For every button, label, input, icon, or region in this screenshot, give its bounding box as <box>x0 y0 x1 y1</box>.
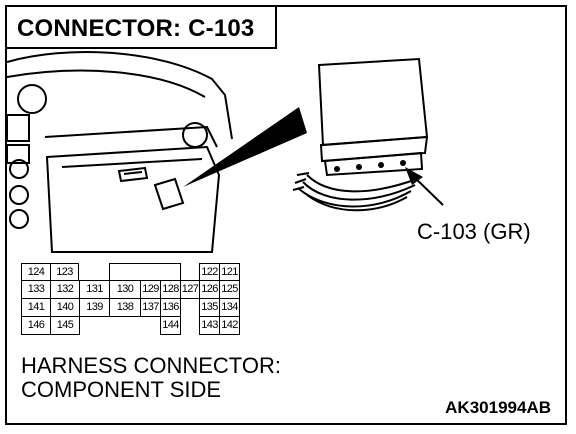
harness-connector-label: HARNESS CONNECTOR: <box>21 353 281 378</box>
control-unit <box>317 57 429 147</box>
pin-121: 121 <box>219 263 240 281</box>
pin-135: 135 <box>199 298 220 317</box>
pin-137: 137 <box>140 298 161 317</box>
component-side-label: COMPONENT SIDE <box>21 377 222 402</box>
left-vent-icon <box>17 84 47 114</box>
dashboard-illustration <box>7 51 444 253</box>
glove-box <box>45 145 221 253</box>
pin-133: 133 <box>21 280 51 299</box>
arrow-head-icon <box>405 167 423 185</box>
pin-142: 142 <box>219 316 240 335</box>
callout-wedge <box>183 107 307 187</box>
knob-2-icon <box>9 185 29 205</box>
page-title: CONNECTOR: C-103 <box>17 15 255 42</box>
knob-1-icon <box>9 159 29 179</box>
pin-143: 143 <box>199 316 220 335</box>
dashboard-panel-line <box>44 125 218 148</box>
glove-box-inner <box>61 158 203 168</box>
diagram-frame: CONNECTOR: C-103 C-103 (GR) 124 123 122 … <box>5 5 567 425</box>
pin-145: 145 <box>50 316 80 335</box>
pin-124: 124 <box>21 263 51 281</box>
dashboard-top-curve <box>7 51 233 140</box>
pin-138: 138 <box>109 298 141 317</box>
module-location <box>153 177 185 211</box>
pin-123: 123 <box>50 263 79 281</box>
pin-blank-1 <box>109 263 181 281</box>
pin-126: 126 <box>199 280 220 299</box>
connector-label: C-103 (GR) <box>417 219 531 244</box>
wire-harness-ends <box>292 172 310 191</box>
pin-141: 141 <box>21 298 51 317</box>
right-vent-icon <box>182 122 208 148</box>
pin-127: 127 <box>180 280 200 299</box>
figure-code: AK301994AB <box>445 398 551 417</box>
pin-122: 122 <box>199 263 220 281</box>
glove-box-handle-icon <box>117 166 149 183</box>
pin-125: 125 <box>219 280 240 299</box>
dashboard-inner-curve <box>7 69 206 98</box>
pin-129: 129 <box>140 280 161 299</box>
control-unit-base <box>319 135 429 163</box>
pin-132: 132 <box>50 280 80 299</box>
title-box: CONNECTOR: C-103 <box>7 7 277 49</box>
instrument-slot-2 <box>7 144 30 164</box>
pin-140: 140 <box>50 298 80 317</box>
pin-146: 146 <box>21 316 51 335</box>
control-unit-connector-housing <box>323 151 424 177</box>
instrument-slot-1 <box>7 114 30 142</box>
pin-128: 128 <box>160 280 181 299</box>
pin-144: 144 <box>160 316 181 335</box>
pin-136: 136 <box>160 298 181 317</box>
pin-130: 130 <box>109 280 141 299</box>
wire-harness <box>298 174 418 212</box>
pin-134: 134 <box>219 298 240 317</box>
knob-3-icon <box>9 209 29 229</box>
pin-131: 131 <box>79 280 110 299</box>
pin-139: 139 <box>79 298 110 317</box>
